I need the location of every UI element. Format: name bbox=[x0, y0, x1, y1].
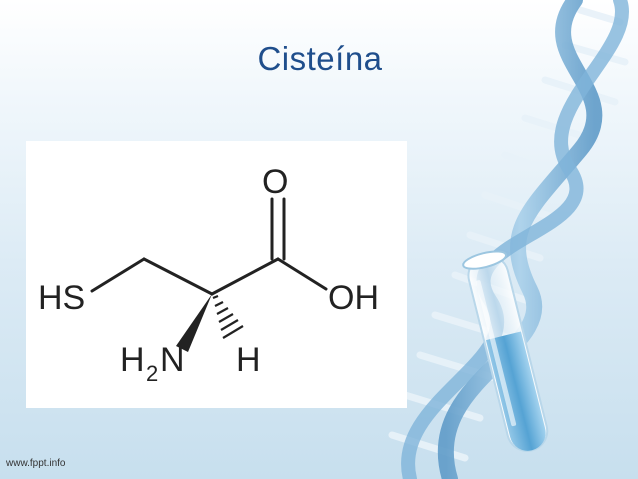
bond-wedge-n bbox=[176, 294, 212, 352]
atom-amine-subscript: 2 bbox=[146, 361, 158, 386]
atom-amine-n: N bbox=[160, 341, 185, 379]
bond-ch2-calpha bbox=[142, 257, 214, 296]
bond-hash-h bbox=[212, 294, 244, 339]
atom-thiol: HS bbox=[38, 279, 85, 317]
bond-c-oh bbox=[276, 257, 328, 291]
footer-url: www.fppt.info bbox=[6, 458, 66, 469]
atom-hydroxyl: OH bbox=[328, 279, 379, 317]
atom-oxygen: O bbox=[262, 163, 288, 201]
bond-calpha-ccooh bbox=[210, 257, 280, 296]
atom-hydrogen: H bbox=[236, 341, 261, 379]
atom-amine-h: H bbox=[120, 341, 145, 379]
test-tube-icon bbox=[462, 250, 549, 452]
dna-helix-icon bbox=[388, 0, 629, 479]
slide-title: Cisteína bbox=[257, 40, 383, 77]
bond-s-ch2 bbox=[90, 257, 146, 293]
cysteine-structure: O OH HS H 2 N H bbox=[26, 141, 407, 408]
